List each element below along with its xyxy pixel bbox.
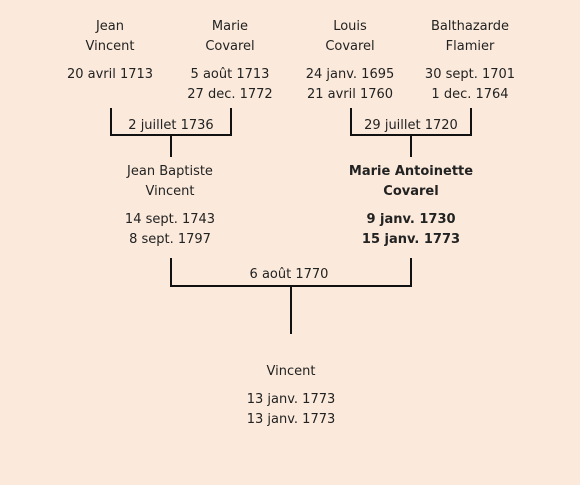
- person-dates: 5 août 1713 27 dec. 1772: [160, 65, 300, 105]
- person-first-name: Marie Antoinette: [348, 164, 474, 179]
- marriage-date-vincent-covarel: 2 juillet 1736: [128, 118, 214, 133]
- connector-parents-drop-a: [170, 258, 172, 287]
- person-first-name: Balthazarde: [431, 19, 509, 34]
- connector-right-stem: [410, 136, 412, 157]
- death-date: 15 janv. 1773: [361, 232, 461, 247]
- connector-right-drop-a: [350, 108, 352, 136]
- person-dates: 24 janv. 1695 21 avril 1760: [280, 65, 420, 105]
- birth-date: 5 août 1713: [190, 67, 270, 82]
- person-dates: 30 sept. 1701 1 dec. 1764: [400, 65, 540, 105]
- person-dates: 13 janv. 1773 13 janv. 1773: [221, 390, 361, 430]
- person-last-name: Flamier: [445, 39, 495, 54]
- connector-left-stem: [170, 136, 172, 157]
- marriage-date-parents: 6 août 1770: [249, 267, 329, 282]
- connector-right-drop-b: [470, 108, 472, 136]
- death-date: 1 dec. 1764: [431, 87, 509, 102]
- birth-date: 24 janv. 1695: [305, 67, 395, 82]
- person-dates: 14 sept. 1743 8 sept. 1797: [100, 210, 240, 250]
- person-last-name: Covarel: [325, 39, 375, 54]
- connector-right-bar: [350, 134, 472, 136]
- connector-parents-drop-b: [410, 258, 412, 287]
- parent-marie-antoinette-covarel: Marie Antoinette Covarel 9 janv. 1730 15…: [341, 162, 481, 250]
- grandparent-louis-covarel: Louis Covarel 24 janv. 1695 21 avril 176…: [280, 17, 420, 105]
- grandparent-marie-covarel: Marie Covarel 5 août 1713 27 dec. 1772: [160, 17, 300, 105]
- death-date: 21 avril 1760: [306, 87, 394, 102]
- birth-date: 30 sept. 1701: [424, 67, 516, 82]
- person-first-name: Vincent: [266, 364, 316, 379]
- person-first-name: Louis: [333, 19, 367, 34]
- birth-date: 13 janv. 1773: [246, 392, 336, 407]
- connector-left-drop-b: [230, 108, 232, 136]
- death-date: 27 dec. 1772: [187, 87, 273, 102]
- birth-date: 14 sept. 1743: [124, 212, 216, 227]
- marriage-date-covarel-flamier: 29 juillet 1720: [364, 118, 458, 133]
- grandparent-balthazarde-flamier: Balthazarde Flamier 30 sept. 1701 1 dec.…: [400, 17, 540, 105]
- parent-jean-baptiste-vincent: Jean Baptiste Vincent 14 sept. 1743 8 se…: [100, 162, 240, 250]
- person-dates: 9 janv. 1730 15 janv. 1773: [341, 210, 481, 250]
- person-first-name: Jean Baptiste: [127, 164, 213, 179]
- birth-date: 9 janv. 1730: [366, 212, 456, 227]
- birth-date: 20 avril 1713: [66, 67, 154, 82]
- person-first-name: Marie: [211, 19, 249, 34]
- person-last-name: Vincent: [85, 39, 135, 54]
- connector-parents-stem: [290, 287, 292, 334]
- person-first-name: Jean: [95, 19, 125, 34]
- connector-left-drop-a: [110, 108, 112, 136]
- connector-left-bar: [110, 134, 232, 136]
- child-vincent: Vincent 13 janv. 1773 13 janv. 1773: [221, 362, 361, 430]
- death-date: 13 janv. 1773: [246, 412, 336, 427]
- person-last-name: Covarel: [383, 184, 439, 199]
- person-last-name: Covarel: [205, 39, 255, 54]
- death-date: 8 sept. 1797: [129, 232, 211, 247]
- person-dates: 20 avril 1713: [40, 65, 180, 85]
- grandparent-jean-vincent: Jean Vincent 20 avril 1713: [40, 17, 180, 85]
- connector-parents-bar: [170, 285, 412, 287]
- person-last-name: Vincent: [145, 184, 195, 199]
